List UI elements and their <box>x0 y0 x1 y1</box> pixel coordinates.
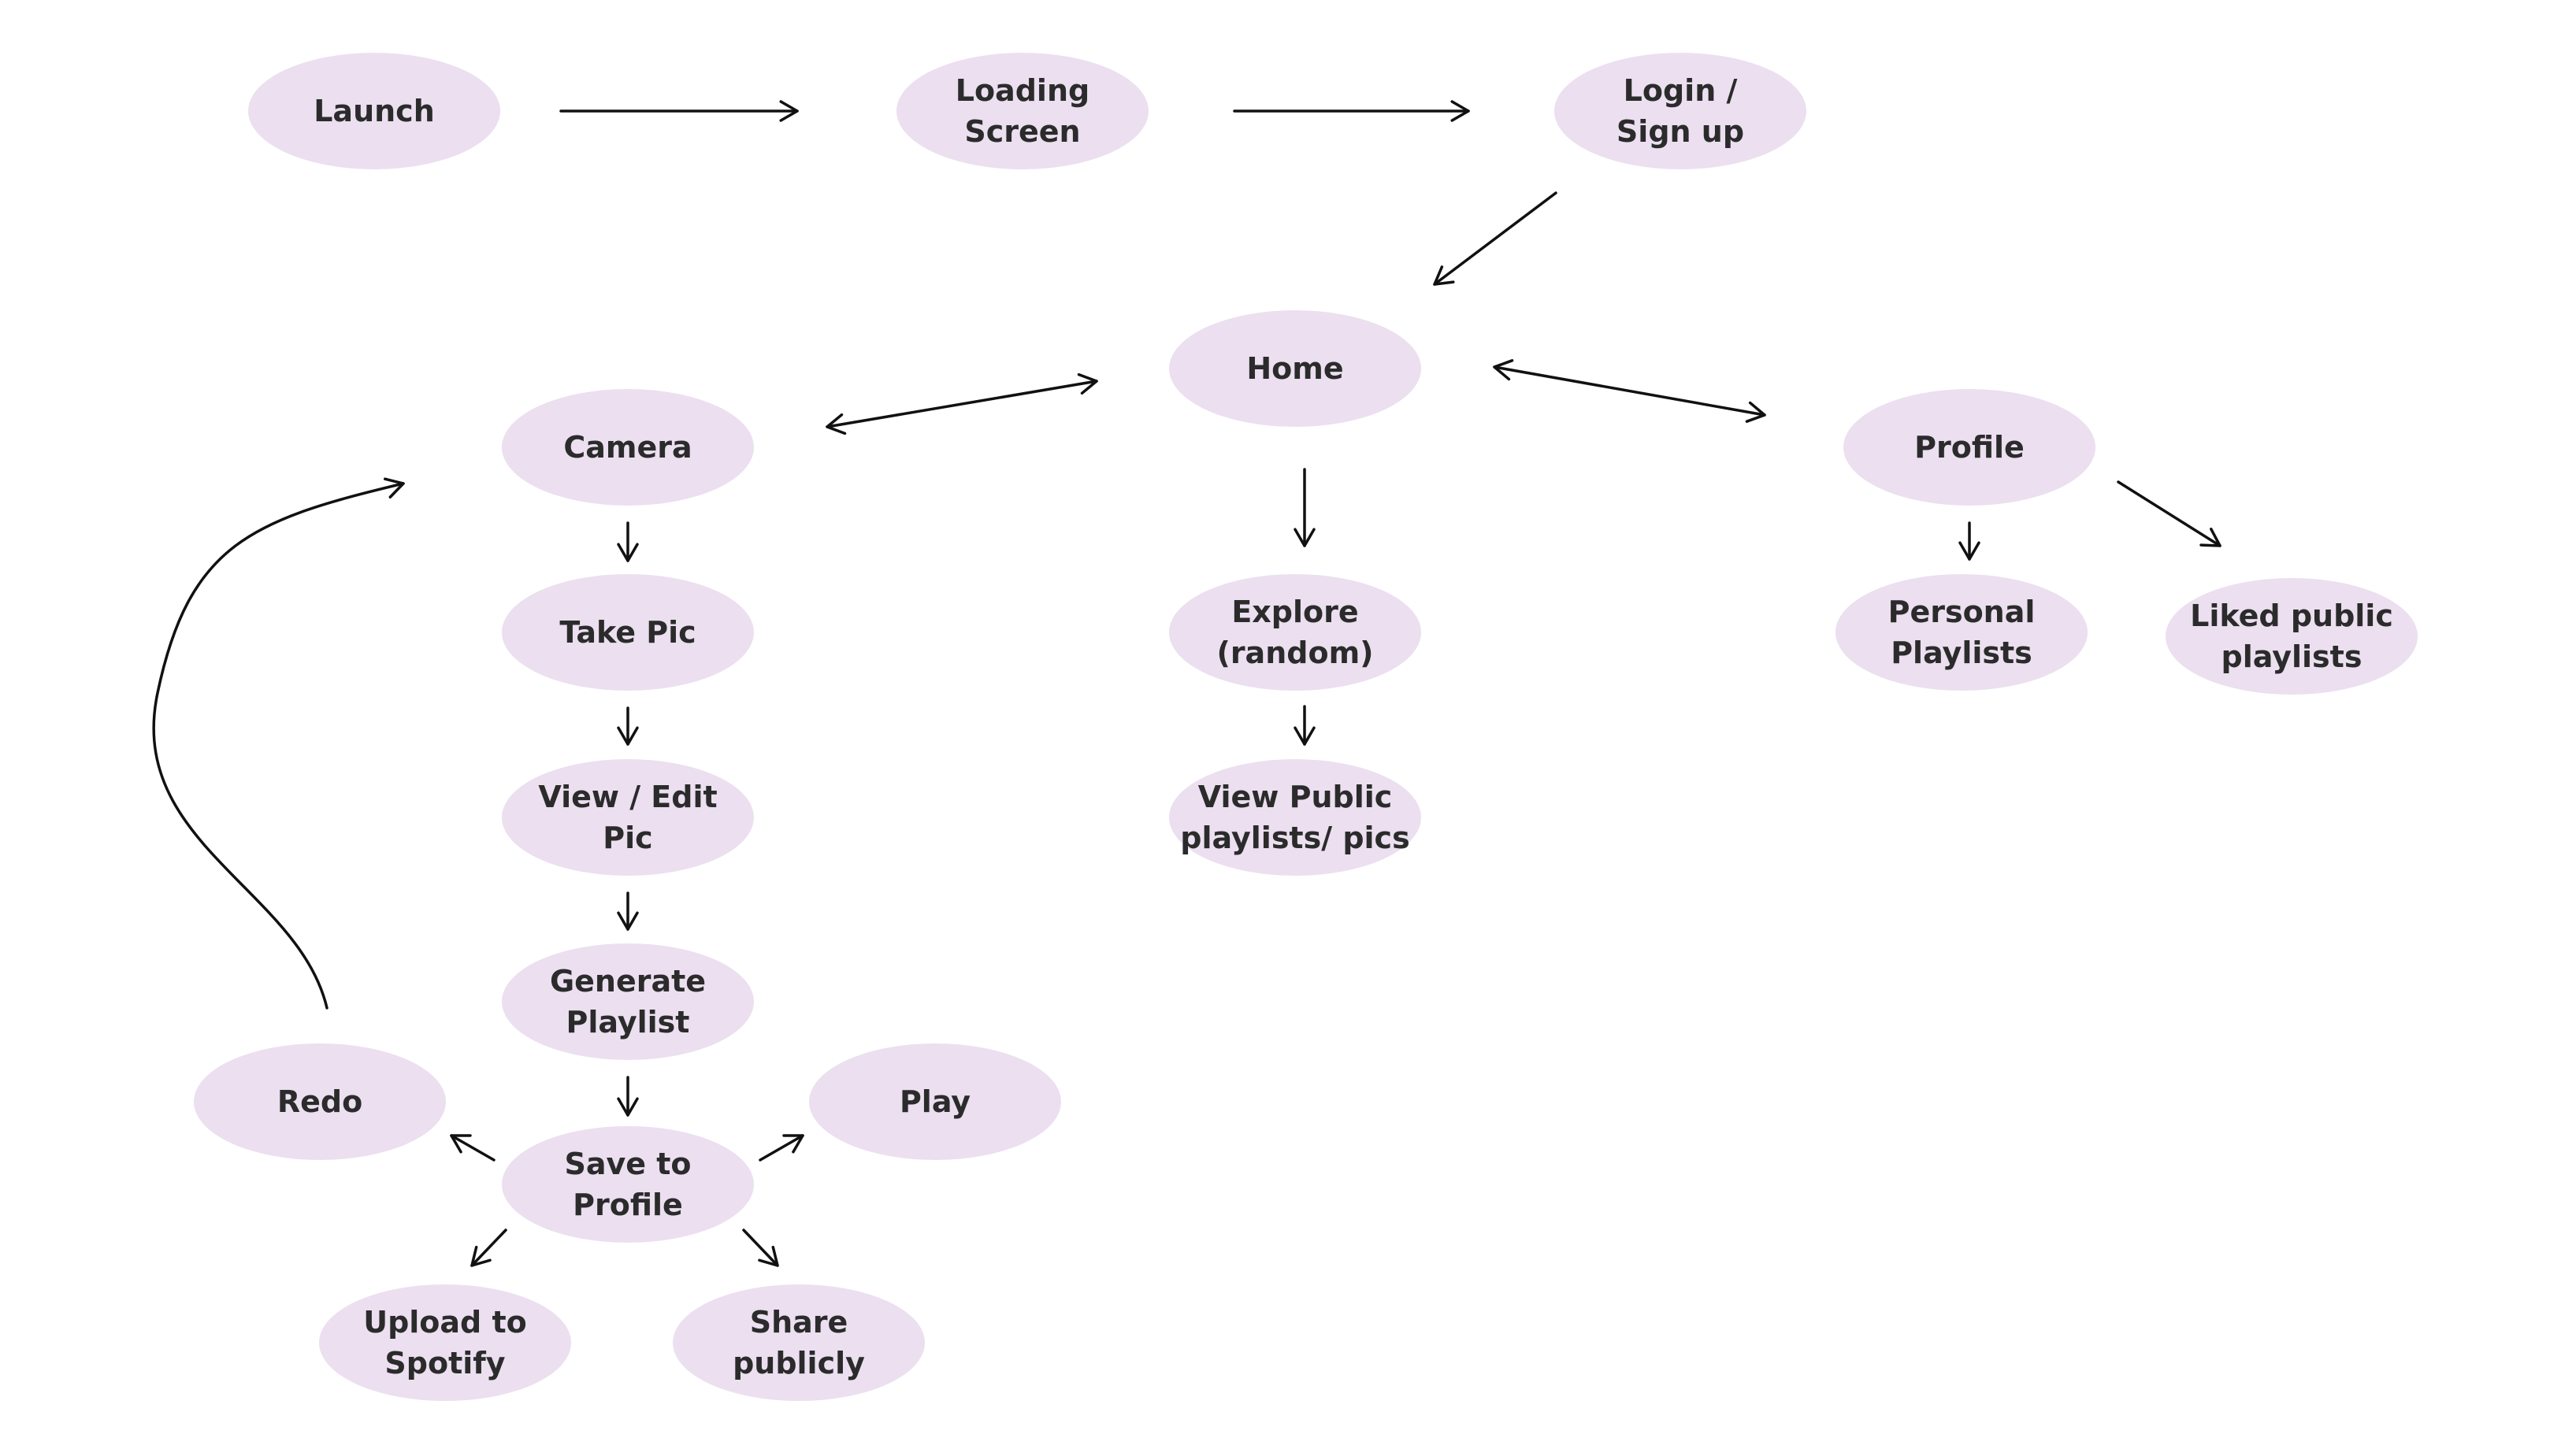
edge-redo-to-camera-arrowhead <box>383 477 405 498</box>
node-viewpublic: View Public playlists/ pics <box>1169 759 1421 876</box>
edge-login-to-home-arrowhead <box>1433 265 1455 286</box>
edge-takepic-to-viewedit-arrowhead <box>617 726 639 746</box>
node-save: Save to Profile <box>502 1126 754 1243</box>
edge-save-to-share <box>742 1228 779 1267</box>
node-upload-ellipse <box>319 1284 571 1401</box>
node-liked: Liked public playlists <box>2166 578 2418 695</box>
edge-save-to-upload <box>470 1228 507 1267</box>
edge-home-to-profile-arrowhead <box>1745 401 1766 423</box>
node-takepic-label: Take Pic <box>559 615 696 650</box>
node-profile-label: Profile <box>1914 430 2025 465</box>
node-save-label: Save to <box>564 1147 691 1181</box>
edge-home-to-camera-arrowhead <box>826 413 847 435</box>
node-upload-label: Upload to <box>363 1305 527 1340</box>
node-home-label: Home <box>1246 351 1343 386</box>
node-camera-ellipse <box>502 389 754 506</box>
edge-profile-to-liked-arrowhead <box>2199 528 2222 547</box>
node-personal-label: Personal <box>1888 595 2036 629</box>
node-takepic: Take Pic <box>502 574 754 691</box>
edge-save-to-upload-arrowhead <box>470 1245 492 1267</box>
edge-generate-to-save-arrowhead <box>617 1097 639 1117</box>
edge-explore-to-viewpublic-arrowhead <box>1294 726 1316 746</box>
edge-viewedit-to-generate-arrowhead <box>617 911 639 931</box>
node-share: Share publicly <box>673 1284 925 1401</box>
node-viewpublic-label: playlists/ pics <box>1180 821 1409 855</box>
node-generate-ellipse <box>502 943 754 1060</box>
node-profile: Profile <box>1843 389 2095 506</box>
node-share-label: Share <box>750 1305 848 1340</box>
edge-login-to-home <box>1433 191 1557 286</box>
node-camera: Camera <box>502 389 754 506</box>
node-explore-label: (random) <box>1216 636 1373 670</box>
edge-home-to-profile <box>1493 365 1766 417</box>
node-personal-label: Playlists <box>1891 636 2032 670</box>
edge-home-to-camera-arrowhead-start <box>1077 372 1098 395</box>
node-launch: Launch <box>248 53 500 169</box>
edge-save-to-redo-arrowhead <box>450 1134 472 1154</box>
node-viewedit-label: Pic <box>603 821 652 855</box>
node-redo: Redo <box>194 1043 446 1160</box>
node-profile-ellipse <box>1843 389 2095 506</box>
node-home: Home <box>1169 310 1421 427</box>
node-login-ellipse <box>1554 53 1806 169</box>
node-loading-label: Loading <box>956 73 1089 108</box>
node-loading-label: Screen <box>964 114 1080 149</box>
node-play-label: Play <box>900 1084 971 1119</box>
node-takepic-ellipse <box>502 574 754 691</box>
node-save-label: Profile <box>573 1188 683 1222</box>
node-camera-label: Camera <box>563 430 692 465</box>
node-viewpublic-label: View Public <box>1198 780 1393 814</box>
node-save-ellipse <box>502 1126 754 1243</box>
edge-home-to-profile-arrowhead-start <box>1493 359 1514 381</box>
node-viewedit-label: View / Edit <box>538 780 717 814</box>
edge-home-to-camera <box>826 380 1098 428</box>
node-login-label: Sign up <box>1616 114 1744 149</box>
edge-save-to-redo <box>450 1134 496 1162</box>
node-viewpublic-ellipse <box>1169 759 1421 876</box>
edge-profile-to-liked <box>2117 480 2222 547</box>
node-liked-ellipse <box>2166 578 2418 695</box>
edges-layer <box>152 100 2222 1267</box>
node-generate-label: Generate <box>550 964 706 999</box>
edge-launch-to-loading-arrowhead <box>779 100 799 122</box>
edge-save-to-share-arrowhead <box>758 1245 779 1267</box>
node-play-ellipse <box>809 1043 1061 1160</box>
edge-redo-to-camera <box>152 482 405 1010</box>
node-login: Login / Sign up <box>1554 53 1806 169</box>
node-share-label: publicly <box>733 1346 865 1380</box>
node-upload-label: Spotify <box>384 1346 505 1380</box>
node-explore-label: Explore <box>1231 595 1358 629</box>
node-login-label: Login / <box>1624 73 1738 108</box>
edge-save-to-play-arrowhead <box>782 1134 804 1154</box>
edge-loading-to-login-arrowhead <box>1450 100 1470 122</box>
edge-home-to-explore-arrowhead <box>1294 528 1316 547</box>
node-loading-ellipse <box>896 53 1149 169</box>
node-liked-label: playlists <box>2222 639 2363 674</box>
node-generate-label: Playlist <box>566 1005 690 1040</box>
edge-save-to-play <box>759 1134 804 1162</box>
node-explore-ellipse <box>1169 574 1421 691</box>
node-upload: Upload to Spotify <box>319 1284 571 1401</box>
node-launch-ellipse <box>248 53 500 169</box>
node-redo-ellipse <box>194 1043 446 1160</box>
node-liked-label: Liked public <box>2190 598 2393 633</box>
edge-camera-to-takepic-arrowhead <box>617 543 639 562</box>
node-share-ellipse <box>673 1284 925 1401</box>
node-viewedit-ellipse <box>502 759 754 876</box>
edge-profile-to-personal-arrowhead <box>1958 541 1980 561</box>
node-redo-label: Redo <box>277 1084 362 1119</box>
node-personal-ellipse <box>1835 574 2088 691</box>
node-explore: Explore (random) <box>1169 574 1421 691</box>
node-launch-label: Launch <box>314 94 435 128</box>
node-play: Play <box>809 1043 1061 1160</box>
node-home-ellipse <box>1169 310 1421 427</box>
